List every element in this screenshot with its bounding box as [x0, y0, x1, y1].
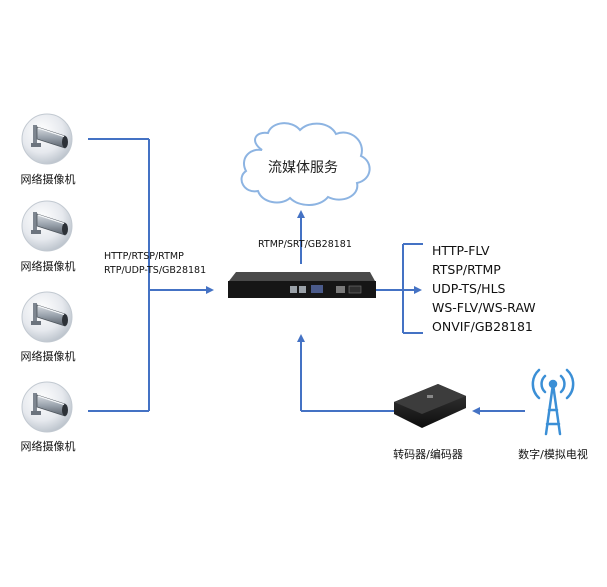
output-protocol-3: UDP-TS/HLS	[432, 281, 506, 296]
antenna-icon	[531, 368, 575, 436]
camera-4-label: 网络摄像机	[21, 439, 76, 453]
output-protocol-4: WS-FLV/WS-RAW	[432, 300, 536, 315]
camera-3-icon	[21, 291, 73, 343]
input-protocols-line-1: HTTP/RTSP/RTMP	[104, 251, 184, 262]
encoder-label: 转码器/编码器	[393, 447, 463, 461]
media-server	[228, 272, 376, 298]
camera-3-label: 网络摄像机	[21, 349, 76, 363]
camera-4-icon	[21, 381, 73, 433]
output-protocol-2: RTSP/RTMP	[432, 262, 501, 277]
tv-source: 数字/模拟电视	[518, 368, 588, 461]
cloud-label: 流媒体服务	[268, 160, 338, 176]
camera-4: 网络摄像机	[21, 381, 76, 453]
connector-lines	[88, 138, 525, 415]
output-protocol-5: ONVIF/GB28181	[432, 319, 533, 334]
cloud-icon	[240, 122, 371, 206]
camera-2: 网络摄像机	[21, 200, 76, 273]
encoder: 转码器/编码器	[393, 384, 466, 461]
camera-1-label: 网络摄像机	[21, 172, 76, 186]
tv-source-label: 数字/模拟电视	[518, 447, 588, 461]
input-protocols-line-2: RTP/UDP-TS/GB28181	[104, 265, 206, 276]
camera-2-icon	[21, 200, 73, 252]
camera-3: 网络摄像机	[21, 291, 76, 363]
upstream-protocols: RTMP/SRT/GB28181	[258, 239, 352, 250]
camera-2-label: 网络摄像机	[21, 259, 76, 273]
camera-1-icon	[21, 113, 73, 165]
output-protocol-1: HTTP-FLV	[432, 243, 490, 258]
camera-1: 网络摄像机	[21, 113, 76, 186]
streaming-cloud: 流媒体服务	[240, 122, 371, 206]
